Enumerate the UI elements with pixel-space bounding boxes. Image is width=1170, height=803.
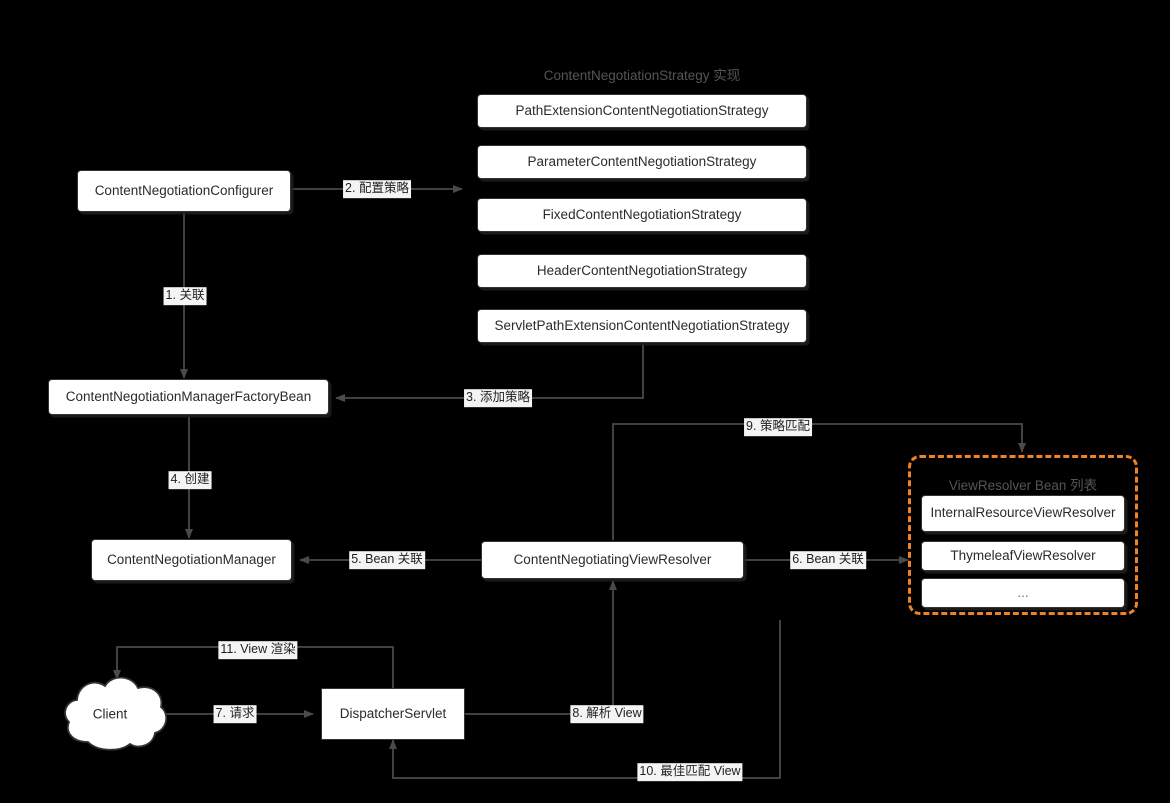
edge-label-7: 7. 请求 [213, 705, 257, 723]
edge-8-path [465, 580, 617, 715]
edge-label-9: 9. 策略匹配 [744, 418, 812, 436]
node-parameter-strategy[interactable]: ParameterContentNegotiationStrategy [477, 145, 807, 179]
node-internal-resource-view-resolver[interactable]: InternalResourceViewResolver [921, 495, 1125, 532]
node-dispatcher-servlet[interactable]: DispatcherServlet [321, 688, 465, 740]
edge-label-10: 10. 最佳匹配 View [637, 763, 743, 781]
node-content-negotiation-manager[interactable]: ContentNegotiationManager [91, 539, 292, 581]
edge-label-4: 4. 创建 [168, 471, 212, 489]
node-label: HeaderContentNegotiationStrategy [536, 262, 748, 278]
node-label: InternalResourceViewResolver [930, 505, 1116, 521]
viewresolver-bean-group [908, 455, 1138, 615]
node-client[interactable] [60, 672, 170, 763]
edge-label-3: 3. 添加策略 [464, 389, 532, 407]
node-content-negotiation-manager-factory-bean[interactable]: ContentNegotiationManagerFactoryBean [48, 379, 329, 415]
node-label: FixedContentNegotiationStrategy [542, 206, 742, 222]
node-header-strategy[interactable]: HeaderContentNegotiationStrategy [477, 254, 807, 288]
node-label: DispatcherServlet [339, 705, 447, 721]
edge-label-5: 5. Bean 关联 [349, 551, 425, 569]
strategy-group-title: ContentNegotiationStrategy 实现 [543, 68, 741, 83]
node-label: ContentNegotiationManagerFactoryBean [65, 388, 312, 404]
node-content-negotiation-configurer[interactable]: ContentNegotiationConfigurer [77, 170, 291, 212]
viewresolver-group-title: ViewResolver Bean 列表 [948, 478, 1098, 493]
edge-label-6: 6. Bean 关联 [790, 551, 866, 569]
edge-label-2: 2. 配置策略 [343, 180, 411, 198]
edge-label-1: 1. 关联 [163, 287, 207, 305]
node-label: ContentNegotiationConfigurer [94, 182, 274, 198]
node-label: PathExtensionContentNegotiationStrategy [515, 102, 769, 118]
node-label: ContentNegotiationManager [107, 551, 276, 567]
node-content-negotiating-view-resolver[interactable]: ContentNegotiatingViewResolver [481, 541, 744, 579]
node-thymeleaf-view-resolver[interactable]: ThymeleafViewResolver [921, 541, 1125, 571]
node-label: ParameterContentNegotiationStrategy [527, 153, 757, 169]
node-more-view-resolvers[interactable]: ... [921, 578, 1125, 608]
node-label: ContentNegotiatingViewResolver [513, 551, 712, 567]
node-servlet-path-extension-strategy[interactable]: ServletPathExtensionContentNegotiationSt… [477, 309, 807, 343]
node-fixed-strategy[interactable]: FixedContentNegotiationStrategy [477, 198, 807, 232]
cloud-shape [64, 676, 168, 751]
node-label: ServletPathExtensionContentNegotiationSt… [494, 317, 790, 333]
node-path-extension-strategy[interactable]: PathExtensionContentNegotiationStrategy [477, 94, 807, 128]
edge-label-11: 11. View 渲染 [218, 641, 298, 659]
node-label: ... [1017, 584, 1029, 600]
node-label: ThymeleafViewResolver [950, 547, 1096, 563]
edge-label-8: 8. 解析 View [570, 705, 644, 723]
node-client-label: Client [92, 706, 128, 722]
